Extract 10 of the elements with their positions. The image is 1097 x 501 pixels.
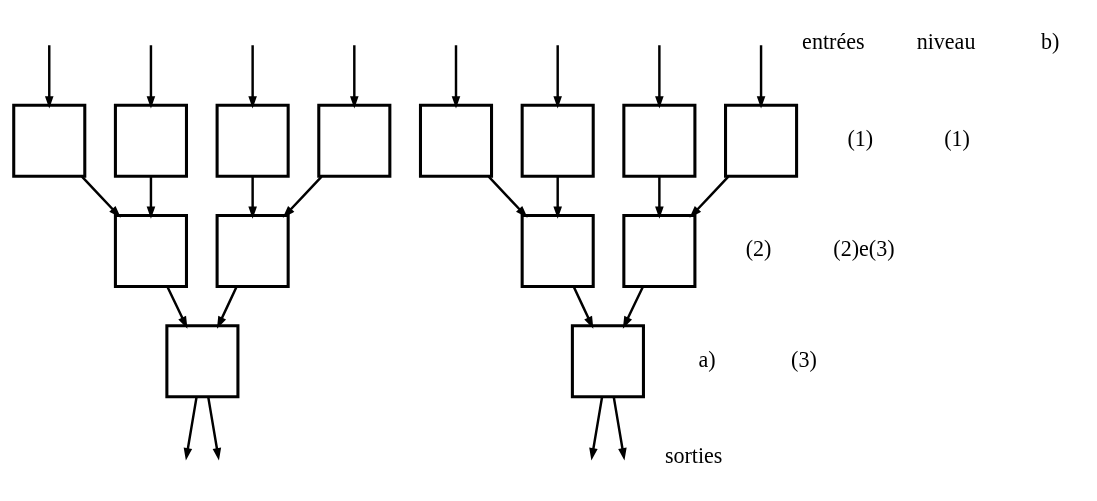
label: sorties — [664, 442, 723, 468]
label: (1) — [944, 125, 970, 151]
label: (2) — [745, 235, 772, 261]
label: entrées — [802, 28, 865, 54]
label: niveau — [916, 28, 976, 54]
label: (2)e(3) — [833, 235, 895, 261]
label: a) — [698, 346, 716, 372]
label: (3) — [791, 346, 817, 372]
label: b) — [1041, 28, 1060, 54]
label: (1) — [847, 125, 874, 151]
